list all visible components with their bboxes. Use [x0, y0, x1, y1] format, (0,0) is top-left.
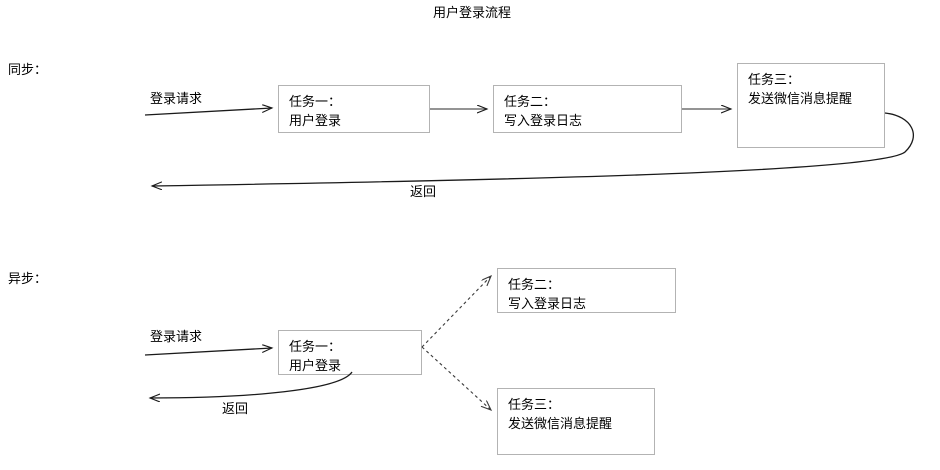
sync-task-2-line1: 任务二： — [504, 95, 557, 110]
async-task-3-node[interactable]: 任务三： 发送微信消息提醒 — [497, 388, 655, 455]
async-task-2-line2: 写入登录日志 — [508, 297, 587, 312]
sync-entry-arrow — [144, 108, 272, 116]
sync-entry-label: 登录请求 — [150, 92, 203, 107]
sync-task-2-line2: 写入登录日志 — [504, 114, 583, 129]
sync-task-3-node[interactable]: 任务三： 发送微信消息提醒 — [737, 63, 885, 148]
sync-return-label: 返回 — [410, 185, 437, 200]
sync-task-1-node[interactable]: 任务一： 用户登录 — [278, 85, 430, 133]
sync-task-3-line2: 发送微信消息提醒 — [748, 92, 853, 107]
sync-task-2-node[interactable]: 任务二： 写入登录日志 — [493, 85, 682, 133]
section-label-async: 异步： — [8, 272, 48, 287]
async-return-label: 返回 — [222, 402, 249, 417]
async-task-2-node[interactable]: 任务二： 写入登录日志 — [497, 268, 676, 313]
page-title: 用户登录流程 — [433, 6, 512, 21]
section-label-sync: 同步： — [8, 63, 48, 78]
async-task-1-node[interactable]: 任务一： 用户登录 — [278, 330, 422, 375]
sync-task-1-line1: 任务一： — [289, 95, 342, 110]
async-edge-1-3 — [421, 346, 491, 410]
async-entry-label: 登录请求 — [150, 330, 203, 345]
async-task-3-line2: 发送微信消息提醒 — [508, 417, 613, 432]
async-edge-1-2 — [421, 276, 491, 348]
async-task-3-line1: 任务三： — [508, 398, 561, 413]
async-entry-arrow — [144, 348, 272, 356]
async-task-1-line1: 任务一： — [289, 340, 342, 355]
sync-task-1-line2: 用户登录 — [289, 114, 342, 129]
async-task-2-line1: 任务二： — [508, 278, 561, 293]
async-task-1-line2: 用户登录 — [289, 359, 342, 374]
sync-task-3-line1: 任务三： — [748, 73, 801, 88]
